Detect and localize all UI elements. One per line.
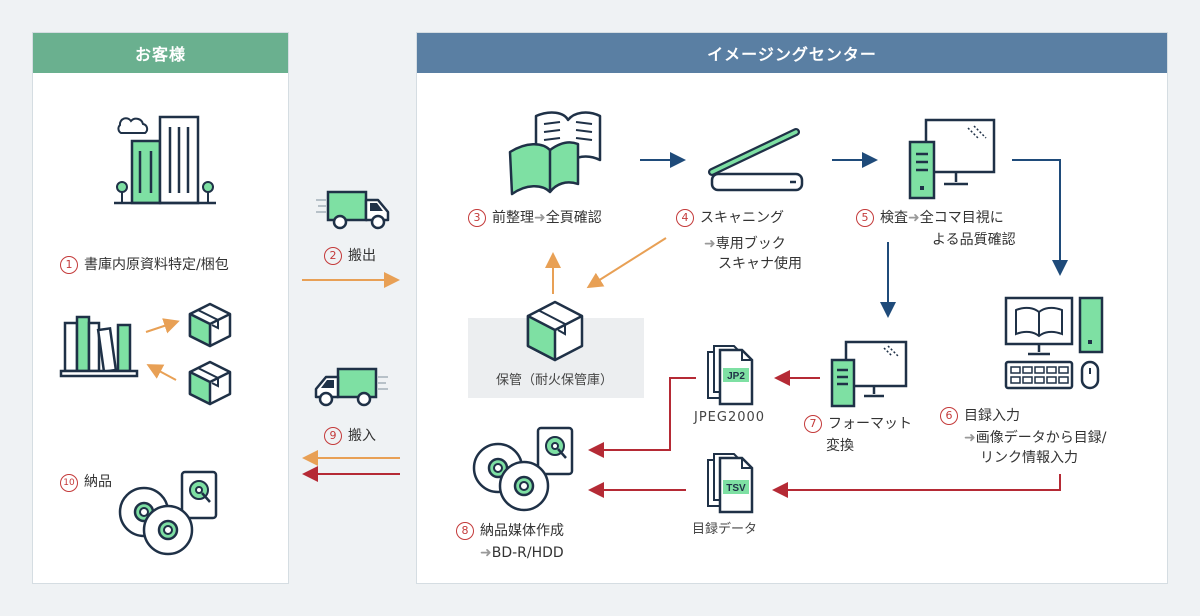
arrow — [1012, 159, 1068, 276]
scanner-icon — [708, 128, 804, 192]
right-arrow-icon: ➜ — [480, 545, 492, 561]
step-4-detail: ➜専用ブック — [704, 234, 786, 254]
computer-monitor-icon — [830, 340, 908, 408]
step-8-label: 8 納品媒体作成 — [456, 521, 564, 541]
imaging-center-panel-title: イメージングセンター — [417, 33, 1167, 73]
arrow — [145, 318, 180, 334]
step-3-label: 3 前整理➜全頁確認 — [468, 208, 602, 228]
step-text: 搬出 — [348, 248, 376, 264]
step-4-label: 4 スキャニング — [676, 208, 784, 228]
step-6-label: 6 目録入力 — [940, 406, 1020, 426]
step-text: 全頁確認 — [545, 210, 602, 226]
step-5-label: 5 検査➜全コマ目視に — [856, 208, 1004, 228]
package-box-icon — [188, 302, 232, 348]
step-1-label: 1 書庫内原資料特定/梱包 — [60, 255, 229, 275]
truck-icon — [316, 190, 390, 230]
jpeg-file-icon: JP2 — [707, 345, 754, 406]
step-text: 前整理 — [492, 210, 534, 226]
step-text: フォーマット — [828, 416, 912, 432]
step-text: 納品 — [84, 474, 112, 490]
right-arrow-icon: ➜ — [908, 210, 920, 226]
step-number: 6 — [940, 407, 958, 425]
step-number: 3 — [468, 209, 486, 227]
step-number: 10 — [60, 474, 78, 492]
jpeg-badge: JP2 — [727, 371, 745, 382]
disc-hdd-icon — [472, 426, 574, 512]
step-number: 7 — [804, 415, 822, 433]
right-arrow-icon: ➜ — [704, 236, 716, 252]
storage-label: 保管（耐火保管庫） — [496, 373, 614, 388]
right-arrow-icon: ➜ — [964, 430, 976, 446]
bookshelf-icon — [59, 315, 139, 378]
truck-icon — [314, 367, 388, 407]
step-text: 専用ブック — [715, 236, 786, 252]
step-number: 9 — [324, 427, 342, 445]
tsv-badge: TSV — [726, 483, 746, 494]
building-icon — [114, 115, 216, 205]
step-text: BD-R/HDD — [491, 545, 564, 561]
step-7-label: 7 フォーマット — [804, 414, 912, 434]
step-text: 搬入 — [348, 428, 376, 444]
step-number: 4 — [676, 209, 694, 227]
step-text: 書庫内原資料特定/梱包 — [84, 257, 229, 273]
arrow — [146, 364, 177, 381]
open-book-icon — [508, 111, 602, 196]
step-9-label: 9 搬入 — [324, 426, 376, 446]
step-number: 1 — [60, 256, 78, 274]
step-number: 8 — [456, 522, 474, 540]
arrow — [588, 377, 696, 458]
step-2-label: 2 搬出 — [324, 246, 376, 266]
step-6-detail-2: リンク情報入力 — [980, 450, 1078, 466]
package-box-icon — [188, 360, 232, 406]
step-text: 全コマ目視に — [919, 210, 1004, 226]
step-text: 画像データから目録/ — [975, 430, 1107, 446]
step-text: スキャニング — [700, 210, 784, 226]
catalog-data-label: 目録データ — [692, 522, 758, 537]
step-5-detail: よる品質確認 — [932, 232, 1016, 248]
step-4-detail-2: スキャナ使用 — [718, 256, 802, 272]
step-text: 納品媒体作成 — [480, 523, 564, 539]
step-6-detail: ➜画像データから目録/ — [964, 428, 1106, 448]
step-8-detail: ➜BD-R/HDD — [480, 543, 564, 563]
arrow — [772, 474, 1061, 498]
jpeg2000-label: JPEG2000 — [694, 410, 766, 425]
step-number: 2 — [324, 247, 342, 265]
step-number: 5 — [856, 209, 874, 227]
step-text: 目録入力 — [964, 408, 1020, 424]
computer-monitor-icon — [908, 118, 996, 200]
storage-box-icon — [526, 300, 584, 362]
tsv-file-icon: TSV — [707, 453, 754, 514]
customer-panel-title: お客様 — [33, 33, 288, 73]
right-arrow-icon: ➜ — [534, 210, 546, 226]
catalog-computer-icon — [1004, 296, 1104, 390]
step-text: 検査 — [880, 210, 908, 226]
arrow — [586, 237, 667, 289]
step-7-detail: 変換 — [826, 438, 854, 454]
step-10-label: 10 納品 — [60, 472, 112, 492]
disc-hdd-icon — [118, 470, 218, 556]
